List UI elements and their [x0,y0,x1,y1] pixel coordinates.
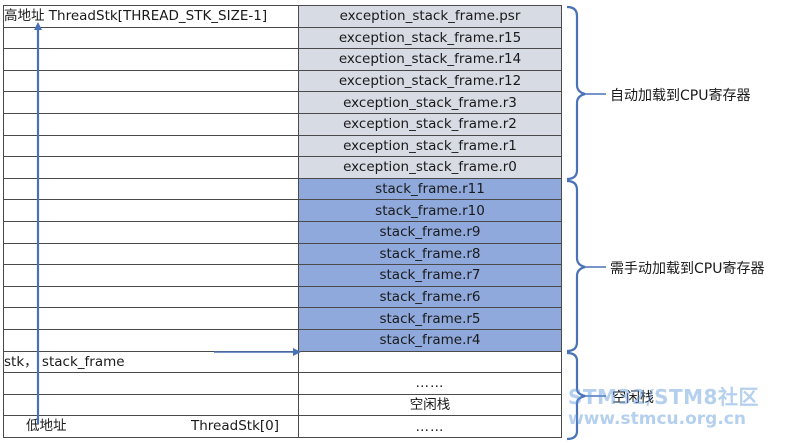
watermark-line2: www.stmcu.org.cn [568,409,746,429]
stack-row: 高地址 ThreadStk[THREAD_STK_SIZE-1] excepti… [3,5,562,28]
brace-label-free: 空闲栈 [612,390,654,406]
free-cell: …… [298,372,562,395]
free-cell: 空闲栈 [298,393,562,417]
free-cell: …… [298,415,562,438]
register-cell: stack_frame.r11 [298,177,562,201]
stack-row: stack_frame.r10 [3,199,562,222]
stack-row: stack_frame.r6 [3,285,562,309]
register-cell: exception_stack_frame.r2 [298,112,562,136]
stack-row: exception_stack_frame.r1 [3,134,562,158]
stack-row: exception_stack_frame.r3 [3,91,562,114]
stack-row: 低地址 ThreadStk[0] …… [3,415,562,438]
high-address-label: 高地址 ThreadStk[THREAD_STK_SIZE-1] [3,5,299,28]
brace-manual [566,179,586,353]
stack-row: exception_stack_frame.r2 [3,112,562,136]
low-address-element: ThreadStk[0] [191,418,280,435]
stack-row: exception_stack_frame.r14 [3,48,562,71]
register-cell: exception_stack_frame.r3 [298,91,562,114]
register-cell: exception_stack_frame.r0 [298,156,562,179]
register-cell: exception_stack_frame.psr [298,5,562,28]
stack-row: …… [3,372,562,395]
stack-row: stack_frame.r11 [3,177,562,201]
stack-row: stk， stack_frame [3,350,562,374]
stack-row: stack_frame.r9 [3,220,562,244]
stack-row: exception_stack_frame.r0 [3,156,562,179]
register-cell: stack_frame.r10 [298,199,562,222]
stack-row: stack_frame.r8 [3,242,562,266]
stack-row: 空闲栈 [3,393,562,417]
register-cell: exception_stack_frame.r12 [298,69,562,93]
watermark: STM32/STM8社区 www.stmcu.org.cn [568,386,759,430]
register-cell: exception_stack_frame.r1 [298,134,562,158]
low-address-label: 低地址 [26,418,67,435]
brace-auto [566,5,586,181]
brace-label-auto: 自动加载到CPU寄存器 [610,88,751,104]
register-cell: stack_frame.r6 [298,285,562,309]
low-address-cell: 低地址 ThreadStk[0] [3,415,299,438]
register-cell: stack_frame.r8 [298,242,562,266]
stk-pointer-label: stk， stack_frame [3,350,299,374]
stack-row: exception_stack_frame.r15 [3,26,562,50]
brace-label-manual: 需手动加载到CPU寄存器 [610,261,765,277]
thread-stack-table: 高地址 ThreadStk[THREAD_STK_SIZE-1] excepti… [3,5,562,438]
watermark-line1: STM32/STM8社区 [568,385,759,409]
register-cell: exception_stack_frame.r14 [298,48,562,71]
register-cell: stack_frame.r9 [298,220,562,244]
